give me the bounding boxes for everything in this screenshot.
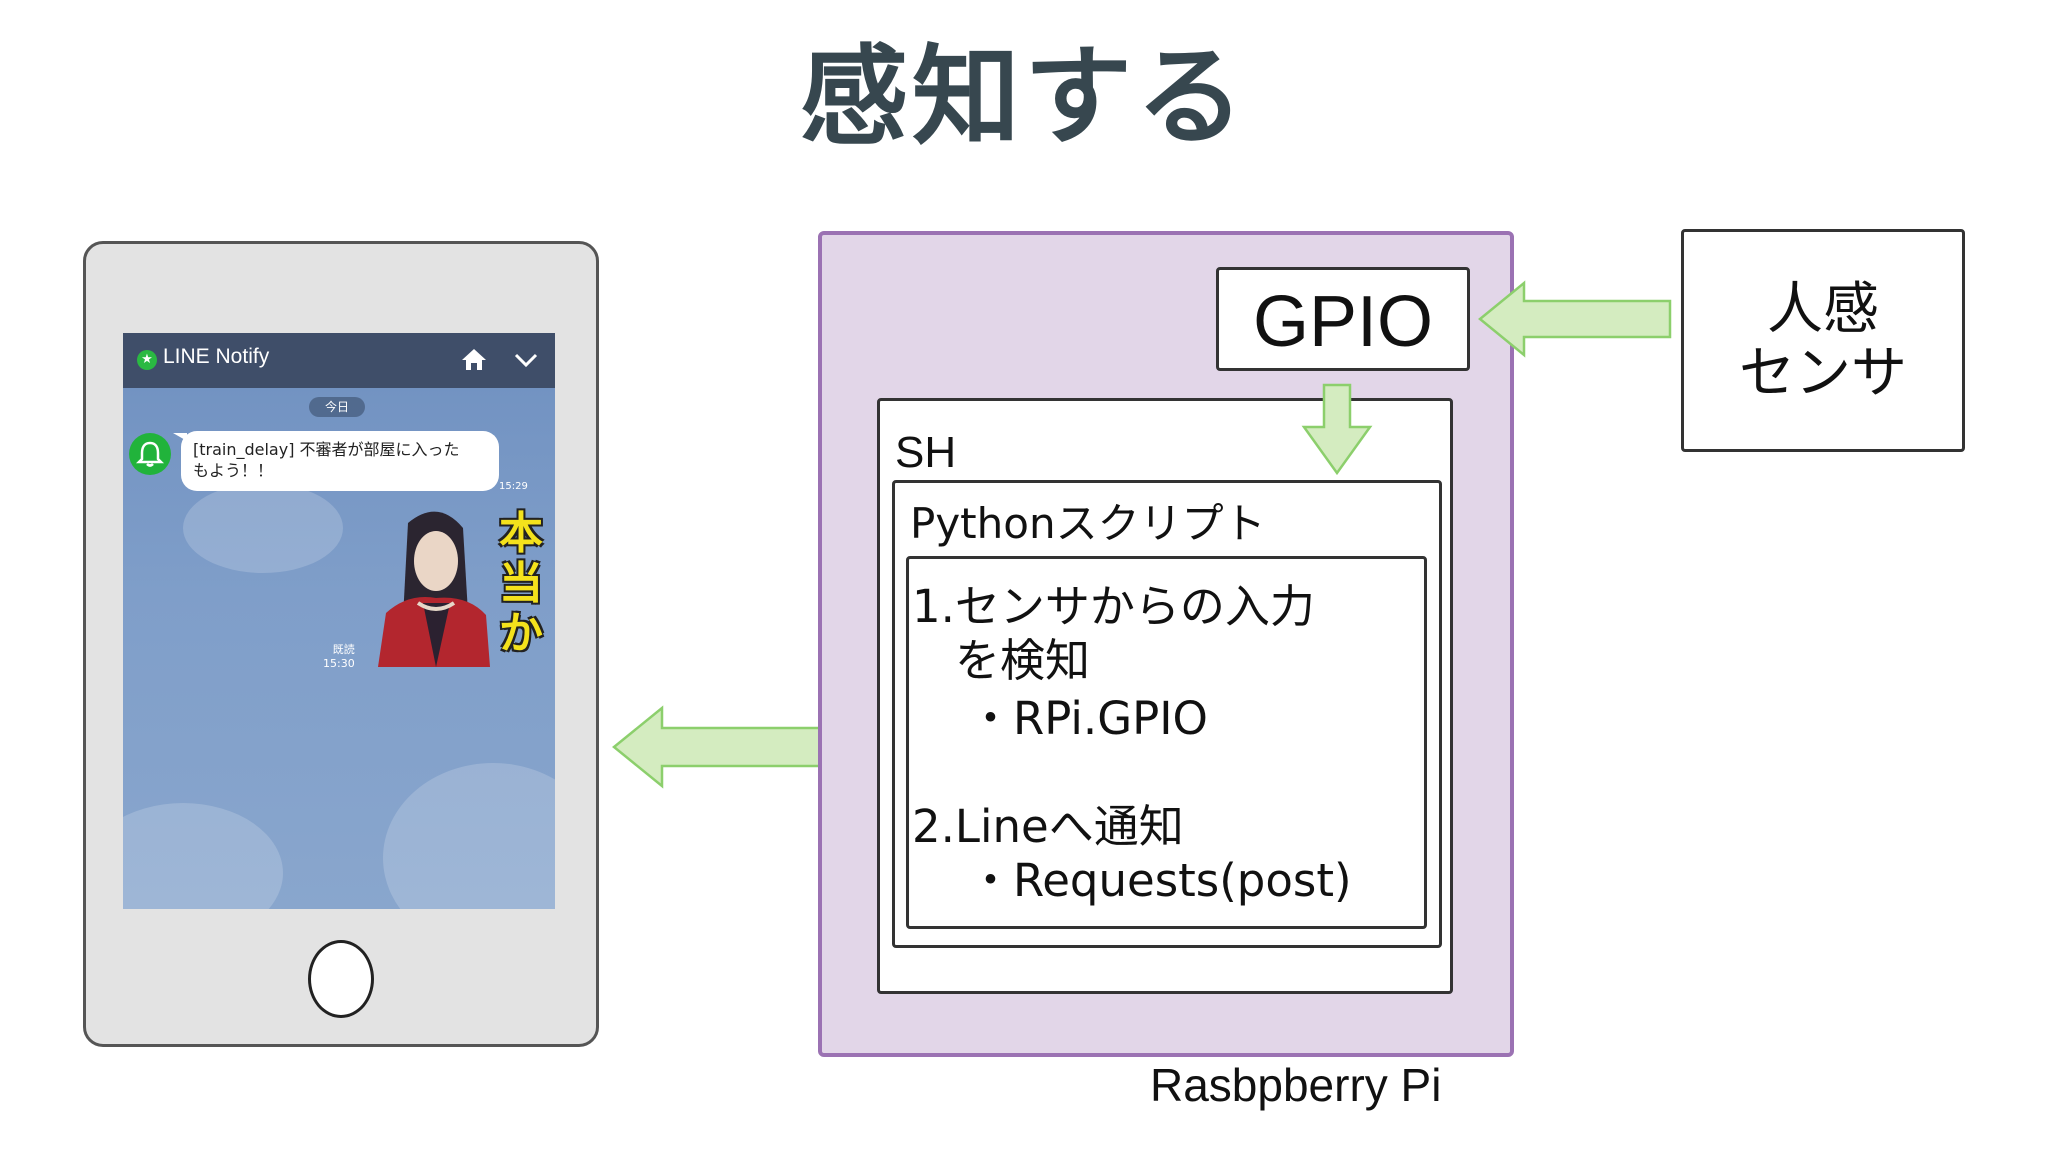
raspberry-pi-label: Rasbpberry Pi [1150, 1059, 1442, 1111]
gpio-box: GPIO [1216, 267, 1470, 371]
phone-home-button [308, 940, 374, 1018]
step-2-line: 2.Lineへ通知 [912, 800, 1184, 853]
motion-sensor-label: 人感 センサ [1681, 278, 1965, 406]
sticker-caption: 本当か [499, 508, 543, 659]
sticker-timestamp: 15:30 [323, 657, 355, 670]
cloud-decoration [123, 803, 283, 909]
read-label: 既読 [332, 643, 355, 656]
star-icon: ★ [137, 350, 157, 370]
step-1-line: 1.センサからの入力 [912, 580, 1315, 633]
bot-avatar [129, 433, 171, 475]
slide-title: 感知する [799, 35, 1248, 160]
script-steps-box [906, 556, 1427, 929]
message-bubble: [train_delay] 不審者が部屋に入った もよう！！ [181, 431, 499, 491]
step-1-line: を検知 [955, 634, 1091, 687]
arrow-left-to-gpio [1478, 280, 1672, 358]
step-2-library: ・Requests(post) [968, 854, 1352, 907]
home-icon[interactable] [460, 345, 488, 373]
phone-screen: ★ LINE Notify 今日 [train_delay] 不審者が部屋に入っ… [123, 333, 555, 909]
cloud-decoration [183, 483, 343, 573]
motion-sensor-box [1681, 229, 1965, 452]
step-1-library: ・RPi.GPIO [968, 692, 1208, 745]
message-line: もよう！！ [193, 461, 274, 480]
message-line: [train_delay] 不審者が部屋に入った [193, 440, 460, 459]
cloud-decoration [383, 763, 555, 909]
sensor-label-line: センサ [1739, 341, 1907, 406]
message-timestamp: 15:29 [499, 481, 528, 492]
line-app-header: ★ LINE Notify [123, 333, 555, 388]
date-separator: 今日 [309, 397, 365, 417]
app-title: LINE Notify [163, 345, 270, 368]
chevron-down-icon[interactable] [513, 349, 539, 371]
arrow-down-to-script [1301, 383, 1373, 476]
character-sticker [378, 511, 490, 667]
python-script-label: Pythonスクリプト [910, 499, 1266, 548]
bell-icon [135, 441, 165, 467]
sh-label: SH [895, 428, 957, 477]
read-status: 既読 15:30 [323, 643, 355, 671]
sensor-label-line: 人感 [1767, 277, 1879, 342]
bubble-tail [173, 433, 187, 441]
